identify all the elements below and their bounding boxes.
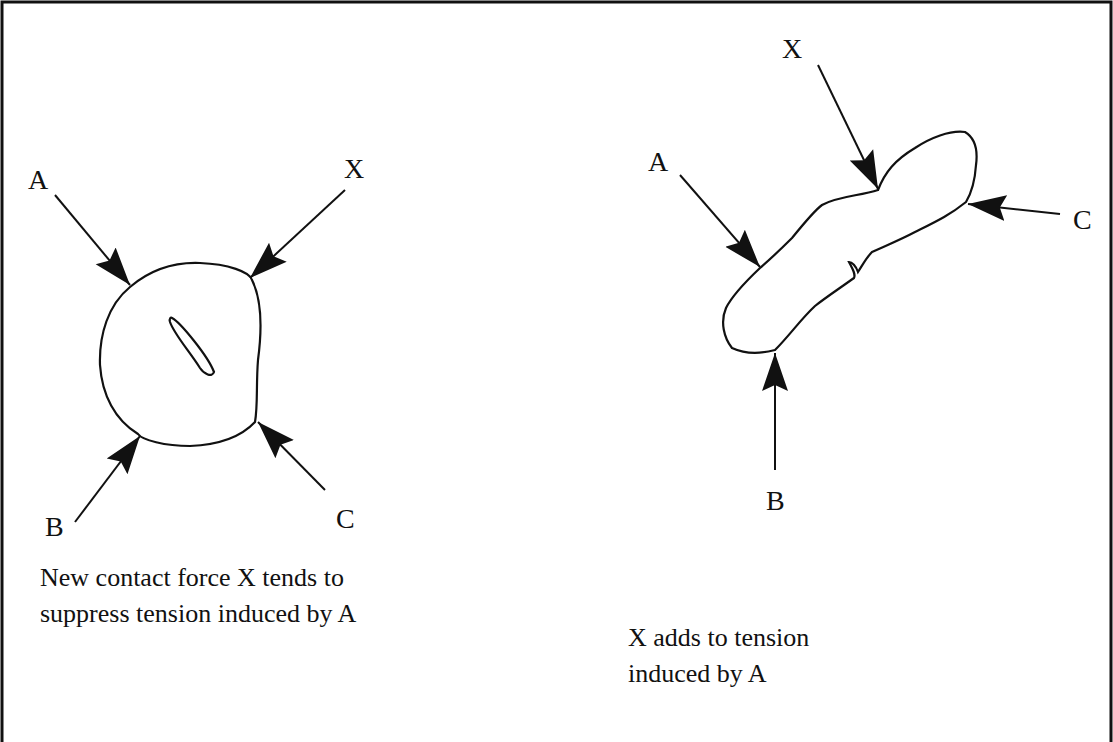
force-label: A: [28, 166, 48, 194]
contact-force-arrows: [680, 65, 1060, 470]
caption-note: X adds to tension induced by A: [628, 620, 888, 692]
contact-force-arrows: [55, 190, 345, 522]
elongated-particle: [723, 132, 976, 353]
force-label: B: [45, 513, 64, 541]
force-label: A: [648, 148, 668, 176]
round-particle: [100, 263, 261, 446]
caption-note: New contact force X tends to suppress te…: [40, 560, 360, 632]
force-label: X: [344, 155, 364, 183]
force-label: C: [336, 505, 355, 533]
force-label: B: [766, 487, 785, 515]
force-label: C: [1073, 206, 1092, 234]
force-label: X: [782, 35, 802, 63]
